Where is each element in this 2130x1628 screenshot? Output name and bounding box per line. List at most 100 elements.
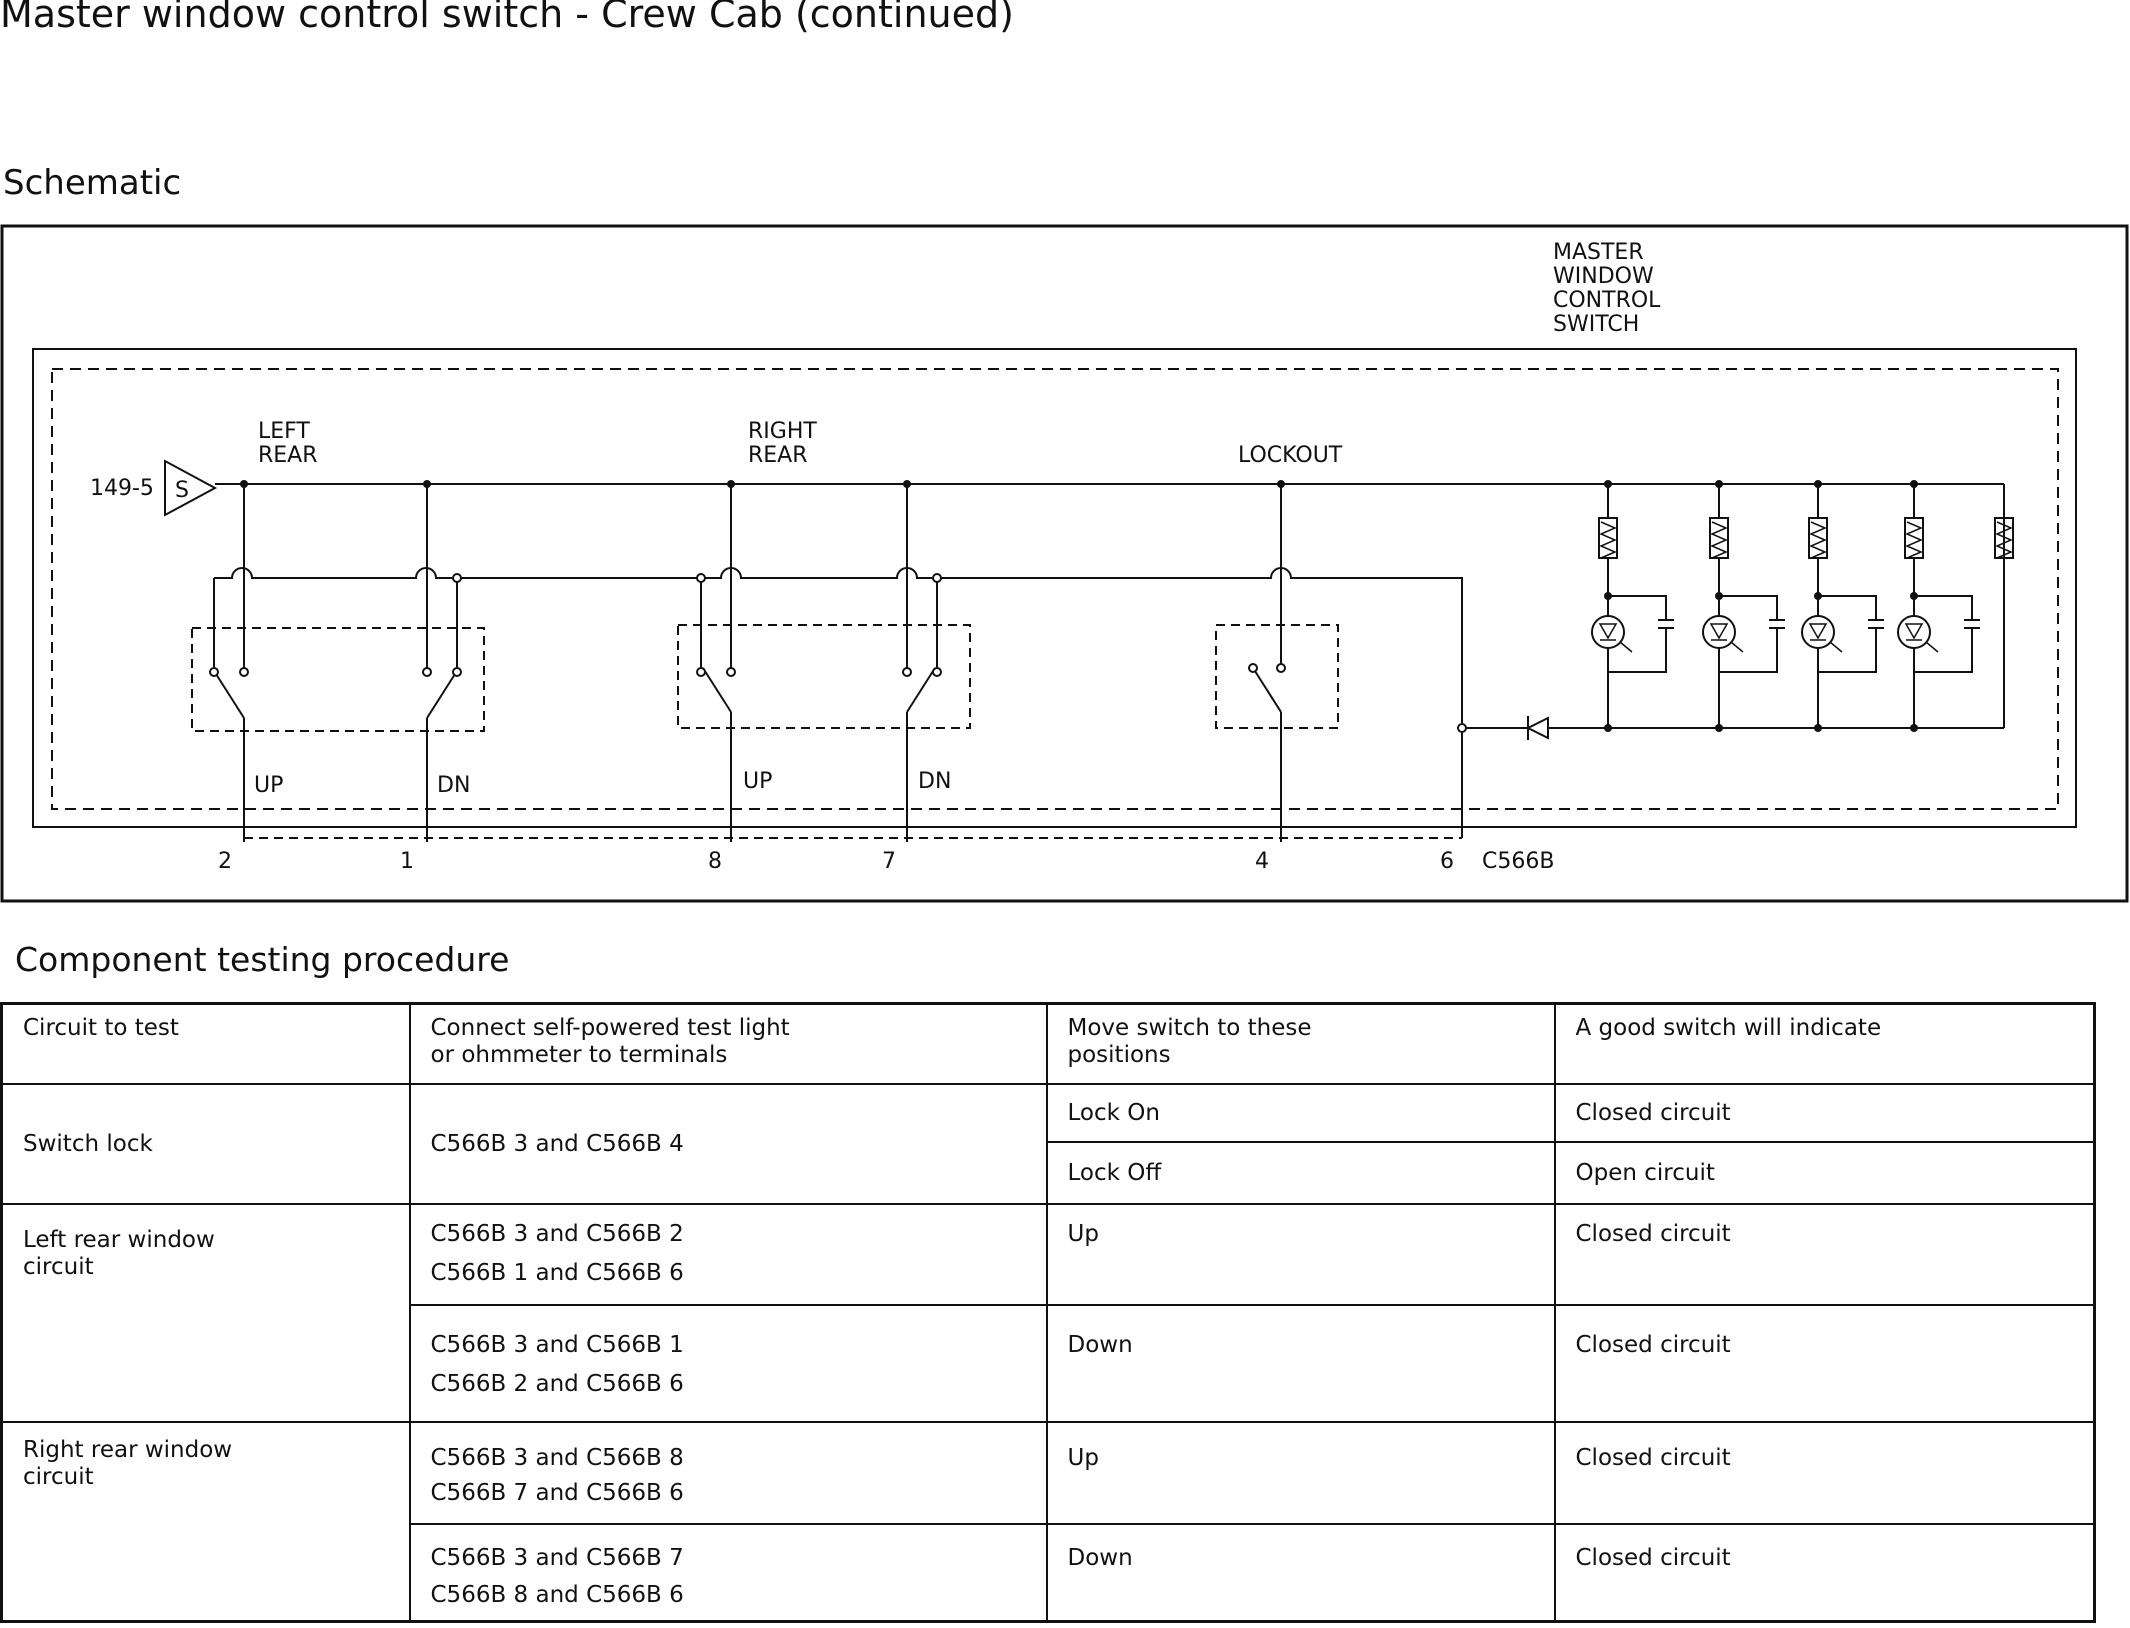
capacitor: [1719, 595, 1785, 673]
result-cell: Closed circuit: [1553, 1083, 2096, 1143]
position-label: UP: [254, 773, 283, 798]
position-cell: Down: [1045, 1304, 1556, 1423]
led-diode-symbol: [1904, 623, 1924, 640]
switch-internal-boundary: [51, 368, 2059, 810]
pin-number: 6: [1440, 849, 1454, 874]
connector-label: C566B: [1482, 849, 1554, 874]
pin-number: 1: [400, 849, 414, 874]
left-rear-label: REAR: [258, 443, 318, 468]
page-title: Master window control switch - Crew Cab …: [0, 0, 1014, 36]
resistor: [1994, 517, 2014, 559]
resistor-zigzag: [1710, 521, 1728, 559]
light-ray: [1730, 641, 1744, 653]
light-ray: [1829, 641, 1843, 653]
resistor-zigzag: [1599, 521, 1617, 559]
left-rear-switch-box: [191, 627, 485, 732]
pin-number: 7: [882, 849, 896, 874]
header-cell: Circuit to test: [0, 1002, 411, 1085]
resistor-zigzag: [1995, 521, 2013, 559]
light-ray: [1925, 641, 1939, 653]
resistor: [1904, 517, 1924, 559]
junction-dot: [1604, 480, 1612, 488]
header-cell: A good switch will indicate: [1553, 1002, 2096, 1085]
right-rear-label: REAR: [748, 443, 808, 468]
position-label: DN: [918, 769, 951, 794]
junction-dot: [1910, 724, 1918, 732]
procedure-heading: Component testing procedure: [15, 940, 510, 979]
terminals-cell: C566B 3 and C566B 4: [408, 1083, 1048, 1205]
svg-text:SWITCH: SWITCH: [1553, 312, 1639, 337]
input-splice-symbol: [164, 459, 218, 517]
wiring-schematic: MASTER WINDOW CONTROL SWITCH 149-5 S LEF…: [0, 224, 2129, 903]
resistor-zigzag: [1905, 521, 1923, 559]
capacitor: [1818, 595, 1884, 673]
led-indicator: [1591, 615, 1625, 649]
capacitor: [1914, 595, 1980, 673]
result-cell: Open circuit: [1553, 1141, 2096, 1205]
position-cell: Down: [1045, 1523, 1556, 1623]
junction-dot: [1910, 480, 1918, 488]
pin-number: 2: [218, 849, 232, 874]
position-cell: Lock On: [1045, 1083, 1556, 1143]
pin-number: 4: [1255, 849, 1269, 874]
resistor: [1598, 517, 1618, 559]
resistor-zigzag: [1809, 521, 1827, 559]
component-label-line: WINDOW: [1553, 264, 1654, 289]
schematic-frame: [0, 224, 2129, 903]
resistor: [1808, 517, 1828, 559]
svg-text:CONTROL: CONTROL: [1553, 288, 1661, 313]
component-label-line: SWITCH: [1553, 312, 1639, 337]
schematic-heading: Schematic: [3, 163, 182, 203]
circuit-cell: Switch lock: [0, 1083, 411, 1205]
junction-dot: [1604, 724, 1612, 732]
left-rear-label: LEFT: [258, 419, 310, 444]
led-indicator: [1897, 615, 1931, 649]
lockout-label: LOCKOUT: [1238, 443, 1343, 468]
led-indicator: [1702, 615, 1736, 649]
input-circuit-label: 149-5: [90, 476, 154, 501]
result-cell: Closed circuit: [1553, 1203, 2096, 1306]
junction-dot: [1814, 592, 1822, 600]
junction-dot: [1814, 724, 1822, 732]
pin-number: 8: [708, 849, 722, 874]
led-indicator: [1801, 615, 1835, 649]
junction-dot: [1910, 592, 1918, 600]
diode: [1525, 716, 1549, 740]
junction-dot: [1715, 724, 1723, 732]
result-cell: Closed circuit: [1553, 1304, 2096, 1423]
right-rear-switch-box: [677, 624, 971, 729]
junction-dot: [1715, 480, 1723, 488]
input-symbol-letter: S: [175, 478, 189, 503]
svg-text:MASTER: MASTER: [1553, 240, 1644, 265]
table-row: Switch lock C566B 3 and C566B 4 Lock On …: [0, 1083, 2096, 1205]
led-diode-symbol: [1709, 623, 1729, 640]
position-cell: Up: [1045, 1421, 1556, 1525]
light-ray: [1619, 641, 1633, 653]
table-header-row: Circuit to test Connect self-powered tes…: [0, 1002, 2096, 1085]
component-testing-table: Circuit to test Connect self-powered tes…: [0, 1002, 2096, 1623]
junction-dot: [1715, 592, 1723, 600]
table-row: Lock Off Open circuit: [2, 1141, 2096, 1205]
switch-body: [32, 348, 2077, 828]
position-label: DN: [437, 773, 470, 798]
capacitor: [1608, 595, 1674, 673]
component-label-line: MASTER: [1553, 240, 1644, 265]
position-cell: Lock Off: [1045, 1141, 1556, 1205]
right-rear-label: RIGHT: [748, 419, 817, 444]
lockout-switch-box: [1215, 624, 1339, 729]
svg-text:WINDOW: WINDOW: [1553, 264, 1654, 289]
junction-dot: [1604, 592, 1612, 600]
component-label-line: CONTROL: [1553, 288, 1661, 313]
led-diode-symbol: [1598, 623, 1618, 640]
